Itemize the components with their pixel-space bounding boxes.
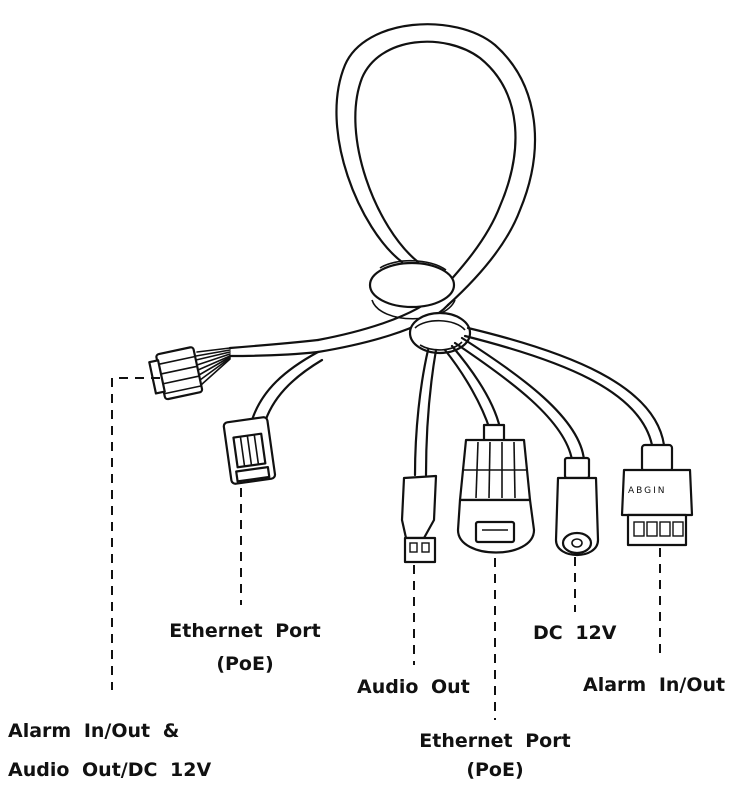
dc-barrel-connector bbox=[453, 336, 600, 557]
leader-alarm-audio-dc bbox=[111, 377, 160, 690]
label-alarm-audio-dc: Alarm In/Out & Audio Out/DC 12V bbox=[8, 720, 211, 782]
leader-lines bbox=[111, 377, 661, 720]
alarm-pin-text: ABGIN bbox=[628, 486, 667, 496]
cable-grommet bbox=[368, 259, 456, 320]
alarm-terminal-block: ABGIN bbox=[463, 326, 694, 547]
label-ethernet-bottom-line1: Ethernet Port bbox=[419, 730, 571, 752]
label-alarm-audio-line1: Alarm In/Out & bbox=[8, 720, 180, 742]
label-ethernet-left-line1: Ethernet Port bbox=[169, 620, 321, 642]
label-ethernet-left-line2: (PoE) bbox=[216, 652, 274, 675]
label-ethernet-port-poe-left: Ethernet Port (PoE) bbox=[150, 620, 340, 676]
wire-harness bbox=[195, 338, 320, 386]
label-alarm-in-out: Alarm In/Out bbox=[583, 674, 726, 696]
audio-out-connector bbox=[400, 348, 438, 564]
label-dc-12v: DC 12V bbox=[533, 622, 617, 644]
label-alarm-audio-line2: Audio Out/DC 12V bbox=[8, 758, 212, 781]
label-audio-out: Audio Out bbox=[357, 676, 470, 698]
multi-pin-connector bbox=[148, 346, 204, 401]
rj45-plug bbox=[222, 350, 324, 485]
ethernet-coupler bbox=[443, 344, 536, 554]
label-ethernet-port-poe-bottom: Ethernet Port (PoE) bbox=[400, 730, 590, 782]
label-ethernet-bottom-line2: (PoE) bbox=[466, 758, 524, 781]
